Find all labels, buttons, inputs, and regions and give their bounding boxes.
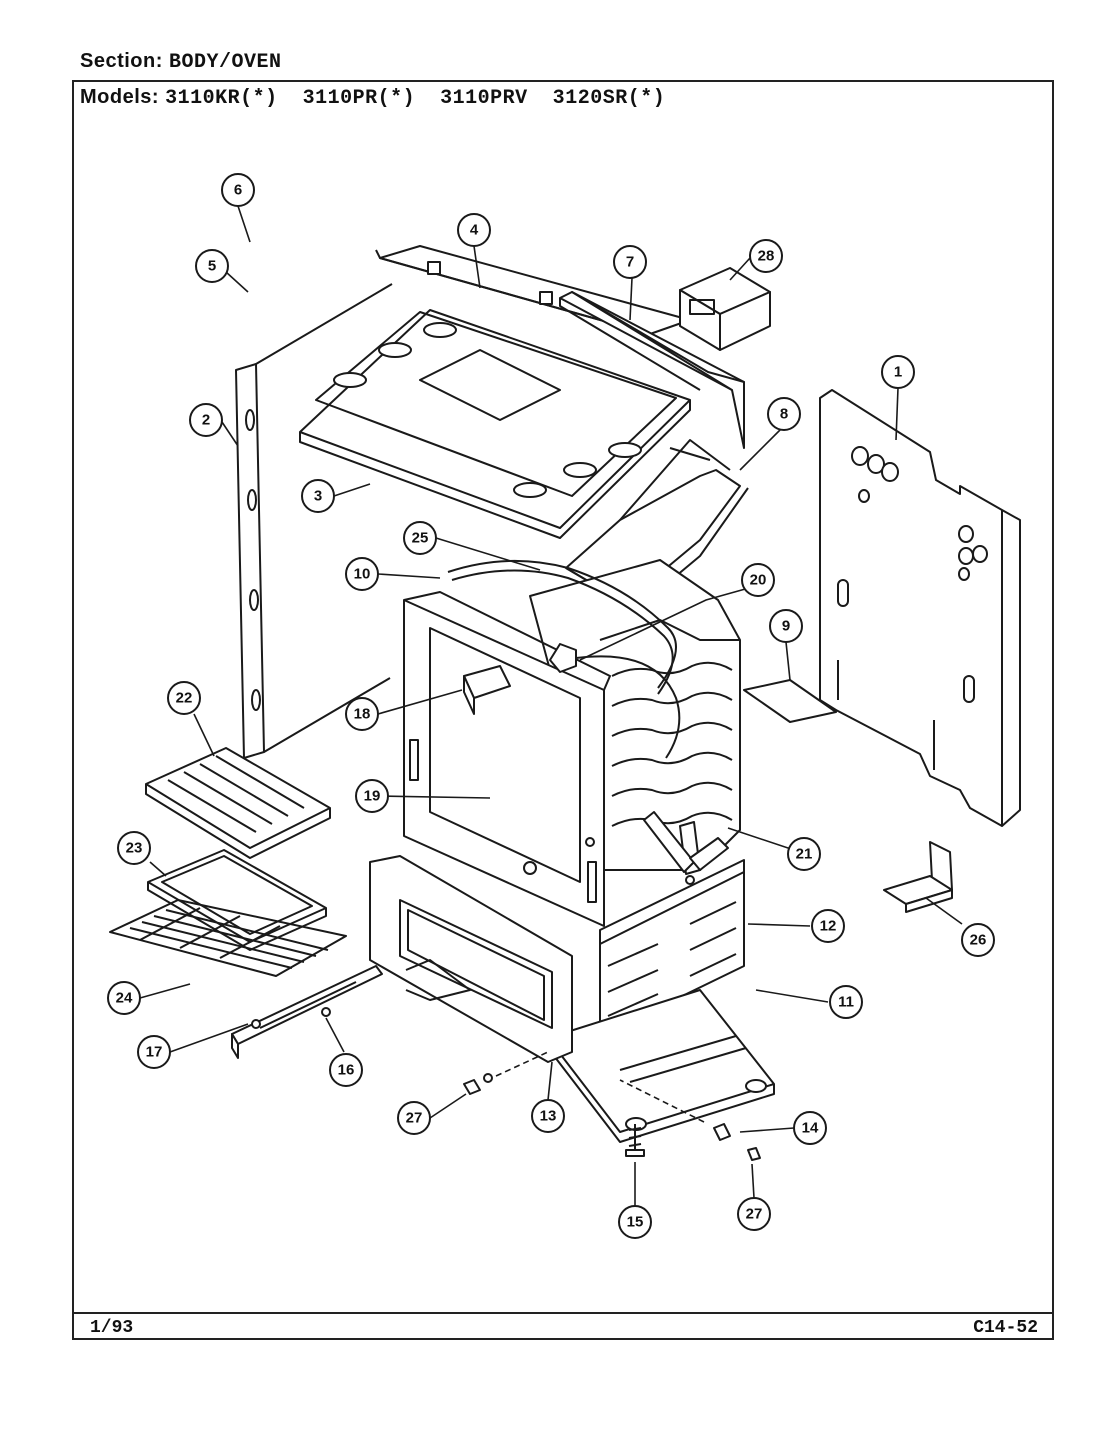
footer-divider (72, 1312, 1054, 1314)
callout-26: 26 (961, 923, 995, 957)
part-broiler-grid (145, 747, 331, 859)
callout-5-label: 5 (208, 258, 216, 275)
section-label: Section: (80, 50, 163, 72)
callout-28-label: 28 (758, 248, 775, 265)
part-base-pan (547, 989, 775, 1143)
callout-15-label: 15 (627, 1214, 644, 1231)
callout-22: 22 (167, 681, 201, 715)
callout-13-label: 13 (540, 1108, 557, 1125)
callout-2-label: 2 (202, 412, 210, 429)
part-drawer-front (369, 855, 573, 1063)
callout-20-label: 20 (750, 572, 767, 589)
callout-27-left: 27 (397, 1101, 431, 1135)
callout-16-label: 16 (338, 1062, 355, 1079)
callout-17-label: 17 (146, 1044, 163, 1061)
callout-15: 15 (618, 1205, 652, 1239)
callout-27-right-label: 27 (746, 1206, 763, 1223)
callout-1-label: 1 (894, 364, 902, 381)
callout-10: 10 (345, 557, 379, 591)
callout-2: 2 (189, 403, 223, 437)
part-cover-strip (743, 679, 837, 723)
callout-3-label: 3 (314, 488, 322, 505)
part-broiler-pan (147, 849, 327, 951)
callout-7-label: 7 (626, 254, 634, 271)
callout-13: 13 (531, 1099, 565, 1133)
part-oven-liner (447, 559, 741, 871)
part-vent-side (599, 859, 745, 1037)
callout-21: 21 (787, 837, 821, 871)
callout-28: 28 (749, 239, 783, 273)
callout-8-label: 8 (780, 406, 788, 423)
callout-21-label: 21 (796, 846, 813, 863)
part-back-panel (819, 389, 1021, 827)
callout-24: 24 (107, 981, 141, 1015)
callout-8: 8 (767, 397, 801, 431)
models-label: Models: (80, 86, 160, 108)
callout-26-label: 26 (970, 932, 987, 949)
callout-9: 9 (769, 609, 803, 643)
callout-20: 20 (741, 563, 775, 597)
callout-9-label: 9 (782, 618, 790, 635)
callout-23-label: 23 (126, 840, 143, 857)
models-value: 3110KR(*) 3110PR(*) 3110PRV 3120SR(*) (165, 87, 666, 110)
callout-19: 19 (355, 779, 389, 813)
section-value: BODY/OVEN (168, 51, 282, 74)
section-heading: Section: BODY/OVEN (80, 50, 282, 74)
part-fasteners (463, 1051, 761, 1161)
callout-5: 5 (195, 249, 229, 283)
callout-6-label: 6 (234, 182, 242, 199)
callout-27-right: 27 (737, 1197, 771, 1231)
part-bulb (549, 643, 681, 759)
part-side-trim (235, 283, 393, 759)
callout-25-label: 25 (412, 530, 429, 547)
part-bracket (463, 665, 511, 715)
callout-1: 1 (881, 355, 915, 389)
callout-22-label: 22 (176, 690, 193, 707)
callout-3: 3 (301, 479, 335, 513)
part-vent-box (679, 267, 771, 351)
callout-23: 23 (117, 831, 151, 865)
callout-16: 16 (329, 1053, 363, 1087)
callout-18: 18 (345, 697, 379, 731)
callout-11: 11 (829, 985, 863, 1019)
part-hinge (643, 811, 729, 885)
callout-10-label: 10 (354, 566, 371, 583)
callout-4-label: 4 (470, 222, 479, 239)
callout-4: 4 (457, 213, 491, 247)
callout-7: 7 (613, 245, 647, 279)
callout-19-label: 19 (364, 788, 381, 805)
callout-11-label: 11 (838, 994, 854, 1011)
callout-6: 6 (221, 173, 255, 207)
part-vent-panel (559, 291, 745, 449)
footer-code: C14-52 (973, 1318, 1038, 1338)
callout-12: 12 (811, 909, 845, 943)
part-small-bracket (883, 841, 953, 913)
callout-14-label: 14 (802, 1120, 819, 1137)
callout-24-label: 24 (116, 990, 133, 1007)
models-heading: Models: 3110KR(*) 3110PR(*) 3110PRV 3120… (80, 86, 665, 110)
callout-18-label: 18 (354, 706, 371, 723)
part-oven-rack (109, 899, 347, 977)
callout-12-label: 12 (820, 918, 837, 935)
callout-14: 14 (793, 1111, 827, 1145)
diagram-frame (72, 80, 1054, 1340)
callout-27-left-label: 27 (406, 1110, 423, 1127)
footer-date: 1/93 (90, 1318, 134, 1338)
callout-25: 25 (403, 521, 437, 555)
callout-17: 17 (137, 1035, 171, 1069)
part-burner-box (299, 309, 691, 539)
part-slide-rail (231, 965, 383, 1059)
